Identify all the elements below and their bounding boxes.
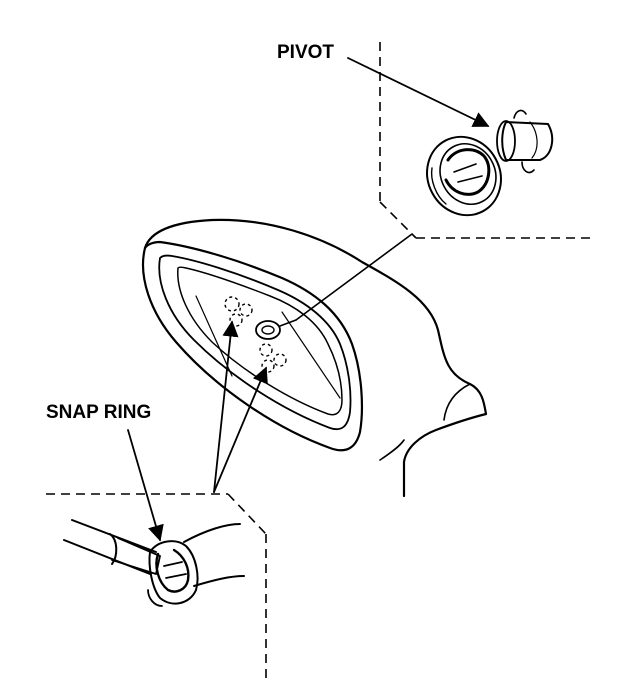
snap-ring-leader-arrow [127,429,164,542]
pivot-socket [255,319,297,340]
pivot-detail [426,109,554,217]
pivot-location-arrow-right [213,366,268,493]
snap-ring-detail [63,519,245,607]
pivot-detail-frame [379,42,592,239]
detail-connector-line [295,233,413,321]
pivot-label: PIVOT [277,42,334,63]
mirror-housing [141,218,488,498]
snap-ring-label: SNAP RING [46,402,151,423]
hidden-pivot-sockets [224,296,287,373]
pivot-location-arrow-left [213,320,239,493]
pivot-leader-arrow [347,57,490,127]
snap-ring-detail-frame [46,493,267,680]
